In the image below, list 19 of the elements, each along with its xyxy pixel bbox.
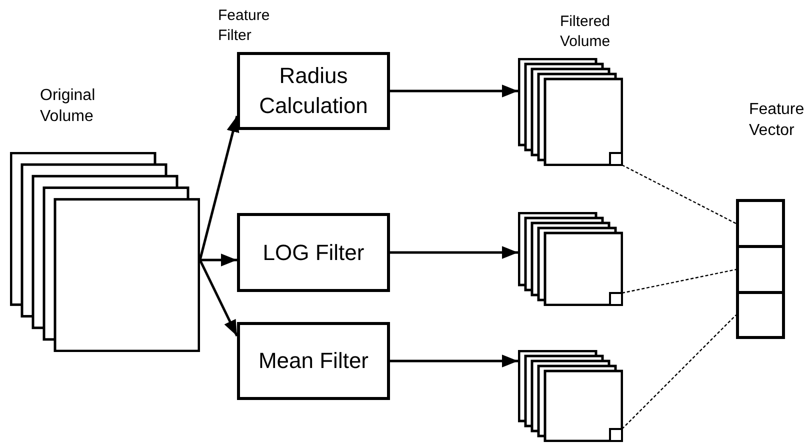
leader-line	[622, 268, 736, 294]
arrow	[390, 246, 518, 259]
arrow	[200, 254, 237, 266]
leader-line	[622, 164, 736, 224]
vector-cell	[736, 199, 785, 248]
arrow	[390, 84, 518, 98]
vector-heading: Feature Vector	[749, 100, 804, 141]
filter-box: Mean Filter	[237, 322, 390, 400]
leader-line	[622, 314, 736, 430]
vector-cell	[736, 245, 785, 294]
column-heading: Filtered Volume	[560, 12, 612, 51]
column-heading: Feature Filter	[218, 6, 271, 45]
arrow	[390, 354, 518, 368]
filter-box: Radius Calculation	[237, 52, 390, 130]
vector-cell	[736, 291, 785, 339]
volume-heading: Original Volume	[40, 86, 96, 127]
filter-box: LOG Filter	[237, 213, 390, 292]
arrow	[198, 259, 238, 337]
arrow	[198, 116, 240, 260]
